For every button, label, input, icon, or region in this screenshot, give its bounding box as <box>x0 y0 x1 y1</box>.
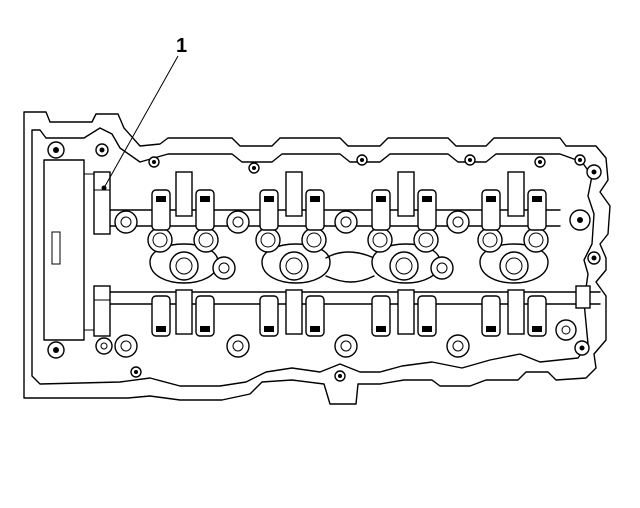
casting-bolt <box>569 209 591 231</box>
rocker-arm <box>371 295 391 337</box>
rocker-arm <box>151 189 171 231</box>
cylinder-boss <box>479 243 549 284</box>
bearing-cap <box>285 171 303 335</box>
casting-bolt <box>587 251 601 265</box>
bearing-cap <box>397 171 415 335</box>
dowel <box>248 162 260 174</box>
dowel <box>334 370 346 382</box>
head-bolt <box>114 210 138 234</box>
head-bolt <box>334 334 358 358</box>
rocker-arm <box>481 295 501 337</box>
callout-leader-tip <box>101 185 107 191</box>
callout-leader-1 <box>103 55 179 189</box>
head-bolt <box>555 319 577 341</box>
gasket-inner-outline <box>31 127 595 387</box>
valve-spring <box>147 227 173 253</box>
bearing-cap <box>507 171 525 335</box>
cylinder-boss <box>371 243 441 284</box>
casting-bolt <box>586 164 602 180</box>
callout-label-1: 1 <box>176 35 187 57</box>
dowel <box>574 154 586 166</box>
boss-bridge <box>325 251 375 259</box>
valve-spring <box>193 227 219 253</box>
bearing-cap-front <box>93 171 111 337</box>
dowel <box>534 156 546 168</box>
rocker-arm <box>481 189 501 231</box>
valve-spring <box>301 227 327 253</box>
rocker-arm <box>195 189 215 231</box>
rocker-arm <box>527 189 547 231</box>
head-outer-outline <box>23 111 611 405</box>
bearing-cap-rear <box>575 285 591 309</box>
valve-spring <box>367 227 393 253</box>
casting-bolt <box>47 341 65 359</box>
head-bolt <box>212 256 236 280</box>
casting-bolt <box>47 141 65 159</box>
rocker-arm <box>151 295 171 337</box>
valve-spring <box>523 227 549 253</box>
bearing-cap <box>175 171 193 335</box>
casting-bolt <box>95 143 109 157</box>
casting-bolt <box>574 340 590 356</box>
dowel <box>464 154 476 166</box>
rocker-arm <box>527 295 547 337</box>
head-bolt <box>114 334 138 358</box>
front-wall-slot <box>51 231 61 265</box>
cylinder-boss <box>261 243 331 284</box>
rocker-arm <box>195 295 215 337</box>
rocker-arm <box>305 189 325 231</box>
rocker-arm <box>259 295 279 337</box>
head-bolt <box>226 334 250 358</box>
dowel <box>356 154 368 166</box>
rocker-arm <box>417 295 437 337</box>
head-bolt <box>446 210 470 234</box>
rocker-arm <box>417 189 437 231</box>
head-bolt <box>226 210 250 234</box>
head-bolt <box>95 337 113 355</box>
dowel <box>148 156 160 168</box>
rocker-arm <box>371 189 391 231</box>
head-bolt <box>446 334 470 358</box>
front-wall <box>43 159 85 341</box>
valve-spring <box>255 227 281 253</box>
dowel <box>130 366 142 378</box>
rocker-arm <box>305 295 325 337</box>
valve-spring <box>413 227 439 253</box>
rocker-arm <box>259 189 279 231</box>
boss-bridge <box>325 275 375 283</box>
head-bolt <box>430 256 454 280</box>
valve-spring <box>477 227 503 253</box>
head-bolt <box>334 210 358 234</box>
